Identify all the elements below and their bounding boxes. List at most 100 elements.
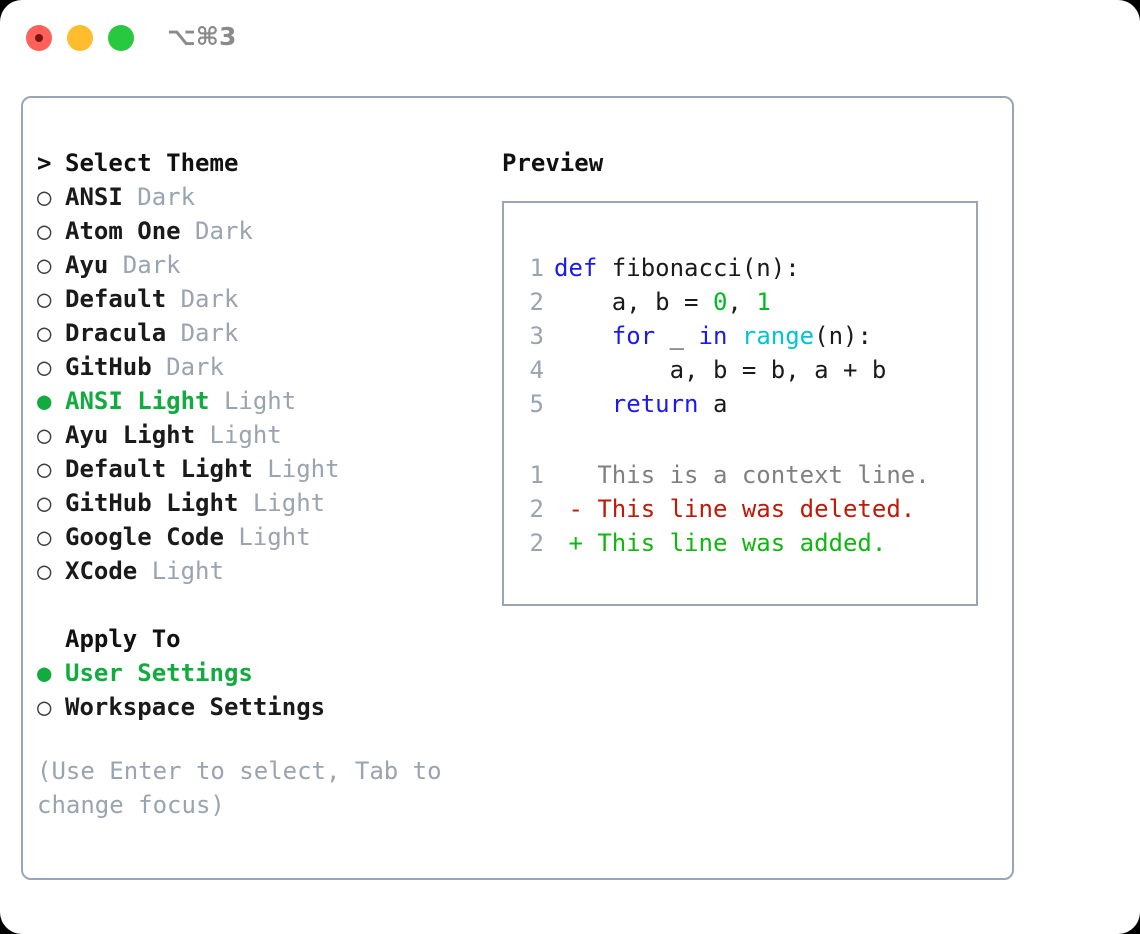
- code-line: 3 for _ in range(n):: [522, 319, 886, 353]
- theme-list-item[interactable]: ○ XCode Light: [37, 554, 507, 588]
- code-token: 0: [712, 288, 728, 316]
- theme-name-label: GitHub: [65, 353, 152, 381]
- close-button-icon[interactable]: [26, 25, 52, 51]
- theme-name-label: ANSI Light: [65, 387, 210, 415]
- apply-to-list: ● User Settings ○Workspace Settings: [37, 656, 507, 724]
- theme-list-item[interactable]: ○GitHub Light Light: [37, 486, 507, 520]
- theme-selector-panel: > Select Theme ○ ANSI Dark ○ Atom One Dark ○ A…: [21, 96, 1014, 880]
- diff-line-text: This is a context line.: [554, 461, 930, 489]
- radio-unselected-icon[interactable]: ○: [37, 421, 52, 449]
- theme-name-label: ANSI: [65, 183, 123, 211]
- minimize-button-icon[interactable]: [67, 25, 93, 51]
- diff-line: 2 - This line was deleted.: [522, 492, 930, 526]
- theme-name-label: Google Code: [65, 523, 224, 551]
- theme-list-item[interactable]: ○Default Dark: [37, 282, 507, 316]
- theme-list-item[interactable]: ○ Ayu Dark: [37, 248, 507, 282]
- radio-unselected-icon[interactable]: ○: [37, 455, 52, 483]
- theme-list-heading-label: Select Theme: [65, 149, 239, 177]
- theme-list-item[interactable]: ○ Atom One Dark: [37, 214, 507, 248]
- code-token: for: [611, 322, 656, 350]
- prompt-marker-icon: >: [37, 149, 52, 177]
- panel-columns: > Select Theme ○ ANSI Dark ○ Atom One Dark ○ A…: [23, 98, 1012, 878]
- apply-to-option-label: User Settings: [65, 659, 253, 687]
- code-line: 4 a, b = b, a + b: [522, 353, 887, 387]
- theme-variant-label: Dark: [166, 319, 239, 347]
- theme-list: ○ANSI Dark○Atom One Dark○Ayu Dark○Defaul…: [37, 180, 507, 588]
- traffic-lights: [26, 25, 134, 51]
- code-token: [554, 322, 612, 350]
- diff-line-number: 2: [529, 495, 544, 523]
- code-token: in: [698, 322, 728, 350]
- theme-list-item[interactable]: ○ Google Code Light: [37, 520, 507, 554]
- apply-to-heading: Apply To: [65, 625, 181, 653]
- radio-unselected-icon[interactable]: ○: [37, 353, 52, 381]
- radio-unselected-icon[interactable]: ○: [37, 319, 52, 347]
- theme-name-label: Ayu: [65, 251, 109, 279]
- theme-variant-label: Dark: [122, 183, 196, 211]
- code-line-number: 2: [529, 288, 544, 316]
- diff-line-text: - This line was deleted.: [554, 495, 916, 523]
- theme-name-label: Dracula: [65, 319, 167, 347]
- radio-unselected-icon[interactable]: ○: [37, 557, 52, 585]
- radio-unselected-icon[interactable]: ○: [37, 251, 52, 279]
- theme-variant-label: Light: [223, 523, 311, 551]
- radio-unselected-icon[interactable]: ○: [37, 693, 52, 721]
- code-token: fibonacci(n):: [597, 254, 800, 282]
- theme-variant-label: Light: [195, 421, 282, 449]
- radio-unselected-icon[interactable]: ○: [37, 217, 52, 245]
- code-token: [554, 390, 612, 418]
- code-line: 2 a, b = 0, 1: [522, 285, 886, 319]
- radio-unselected-icon[interactable]: ○: [37, 523, 52, 551]
- apply-to-option[interactable]: ● User Settings: [37, 656, 507, 690]
- diff-line-number: 1: [529, 461, 544, 489]
- theme-name-label: Atom One: [65, 217, 181, 245]
- code-line: 5 return a: [522, 387, 886, 421]
- code-line-number: 4: [529, 356, 544, 384]
- theme-list-item[interactable]: ○GitHub Dark: [37, 350, 507, 384]
- code-token: a: [698, 390, 728, 418]
- code-line-number: 3: [529, 322, 544, 350]
- theme-list-item[interactable]: ○Default Light Light: [37, 452, 507, 486]
- code-token: [727, 322, 741, 350]
- code-line-number: 5: [529, 390, 544, 418]
- preview-title: Preview: [502, 149, 604, 177]
- radio-unselected-icon[interactable]: ○: [37, 489, 52, 517]
- theme-list-item[interactable]: ○ Ayu Light Light: [37, 418, 507, 452]
- code-line-number: 1: [529, 254, 544, 282]
- code-line: 1 def fibonacci(n):: [522, 251, 886, 285]
- radio-unselected-icon[interactable]: ○: [37, 285, 52, 313]
- help-text: (Use Enter to select, Tab to change focu…: [37, 757, 442, 819]
- theme-variant-label: Dark: [108, 251, 181, 279]
- theme-list-item[interactable]: ○ Dracula Dark: [37, 316, 507, 350]
- code-token: ,: [727, 288, 757, 316]
- theme-name-label: GitHub Light: [65, 489, 239, 517]
- code-token: a, b =: [554, 288, 713, 316]
- theme-variant-label: Light: [252, 455, 340, 483]
- code-token: 1: [756, 288, 771, 316]
- keyboard-shortcut-label: ⌥⌘3: [167, 22, 237, 51]
- theme-list-item[interactable]: ● ANSI Light Light: [37, 384, 507, 418]
- radio-selected-icon[interactable]: ●: [37, 659, 52, 687]
- diff-sample: 1 This is a context line. 2 - This line w…: [522, 458, 930, 560]
- code-token: (n):: [814, 322, 872, 350]
- title-bar: ⌥⌘3: [0, 0, 1140, 78]
- maximize-button-icon[interactable]: [108, 25, 134, 51]
- code-token: def: [554, 254, 598, 282]
- theme-variant-label: Dark: [166, 285, 239, 313]
- diff-line: 2 + This line was added.: [522, 526, 930, 560]
- theme-variant-label: Dark: [180, 217, 253, 245]
- theme-name-label: Ayu Light: [65, 421, 196, 449]
- theme-variant-label: Light: [137, 557, 224, 585]
- radio-selected-icon[interactable]: ●: [37, 387, 52, 415]
- theme-name-label: XCode: [65, 557, 138, 585]
- theme-list-item[interactable]: ○ ANSI Dark: [37, 180, 507, 214]
- theme-variant-label: Light: [209, 387, 297, 415]
- section-spacer: [37, 588, 507, 622]
- code-token: _: [655, 322, 699, 350]
- apply-to-option[interactable]: ○Workspace Settings: [37, 690, 507, 724]
- radio-unselected-icon[interactable]: ○: [37, 183, 52, 211]
